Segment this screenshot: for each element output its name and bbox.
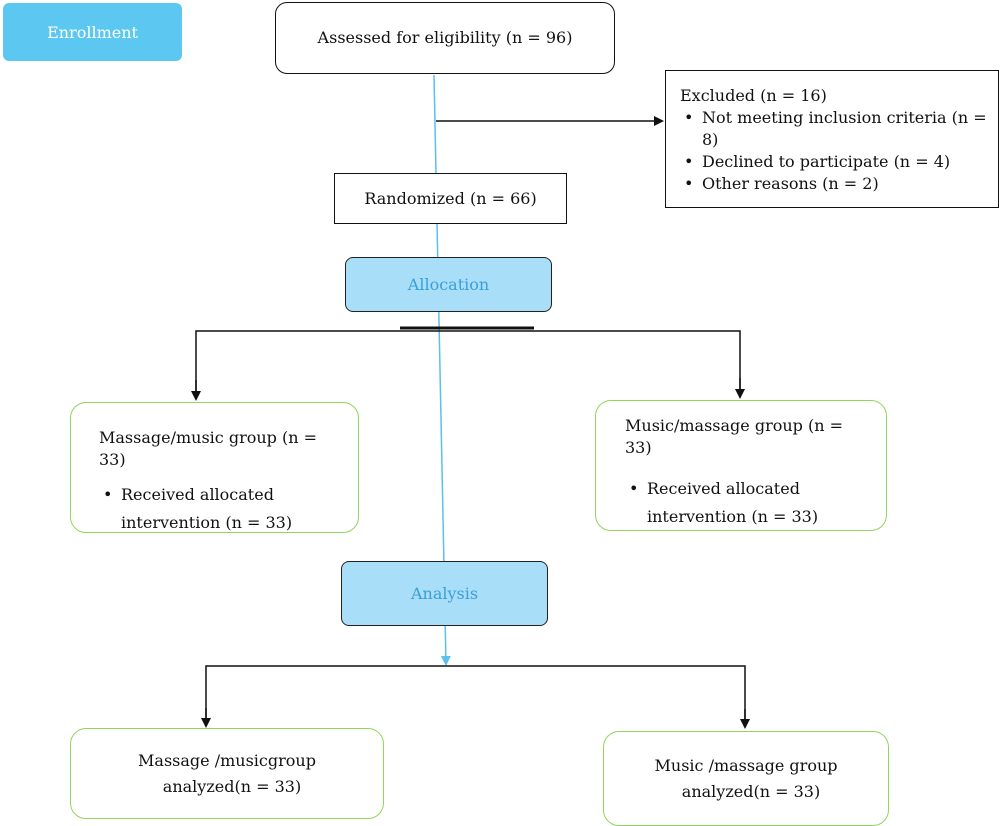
allocation-split-line (195, 330, 741, 399)
excluded-reasons-list: Not meeting inclusion criteria (n = 8) D… (680, 107, 988, 195)
allocation-group-right-item: Received allocated intervention (n = 33) (625, 475, 837, 531)
assessed-box: Assessed for eligibility (n = 96) (275, 2, 615, 74)
allocation-group-left-title: Massage/music group (n = 33) (99, 428, 318, 469)
allocation-group-left-item: Received allocated intervention (n = 33) (99, 481, 311, 537)
analysis-group-left-line2: analyzed(n = 33) (162, 776, 302, 796)
analysis-split-line (205, 665, 746, 727)
stage-enrollment-label: Enrollment (47, 22, 138, 42)
assessed-text: Assessed for eligibility (n = 96) (317, 28, 573, 47)
excluded-title: Excluded (n = 16) (680, 86, 827, 105)
excluded-box: Excluded (n = 16) Not meeting inclusion … (665, 70, 999, 208)
allocation-group-left: Massage/music group (n = 33) Received al… (70, 402, 359, 533)
analysis-group-right-line2: analyzed(n = 33) (681, 781, 821, 801)
stage-analysis-label: Analysis (410, 584, 479, 603)
analysis-group-left: Massage /musicgroup analyzed(n = 33) (70, 728, 384, 819)
stage-allocation-label: Allocation (407, 275, 490, 294)
analysis-group-right: Music /massage group analyzed(n = 33) (603, 731, 889, 826)
stage-enrollment: Enrollment (3, 3, 182, 61)
analysis-group-left-line1: Massage /musicgroup (138, 750, 316, 770)
allocation-group-right-title: Music/massage group (n = 33) (625, 416, 844, 457)
randomized-text: Randomized (n = 66) (364, 188, 537, 208)
stage-allocation: Allocation (345, 257, 552, 312)
randomized-box: Randomized (n = 66) (334, 173, 567, 224)
excluded-reason: Not meeting inclusion criteria (n = 8) (680, 107, 988, 151)
allocation-group-right: Music/massage group (n = 33) Received al… (595, 400, 887, 531)
analysis-group-right-line1: Music /massage group (654, 755, 838, 775)
stage-analysis: Analysis (341, 561, 548, 626)
excluded-reason: Declined to participate (n = 4) (680, 151, 988, 173)
excluded-reason: Other reasons (n = 2) (680, 173, 988, 195)
